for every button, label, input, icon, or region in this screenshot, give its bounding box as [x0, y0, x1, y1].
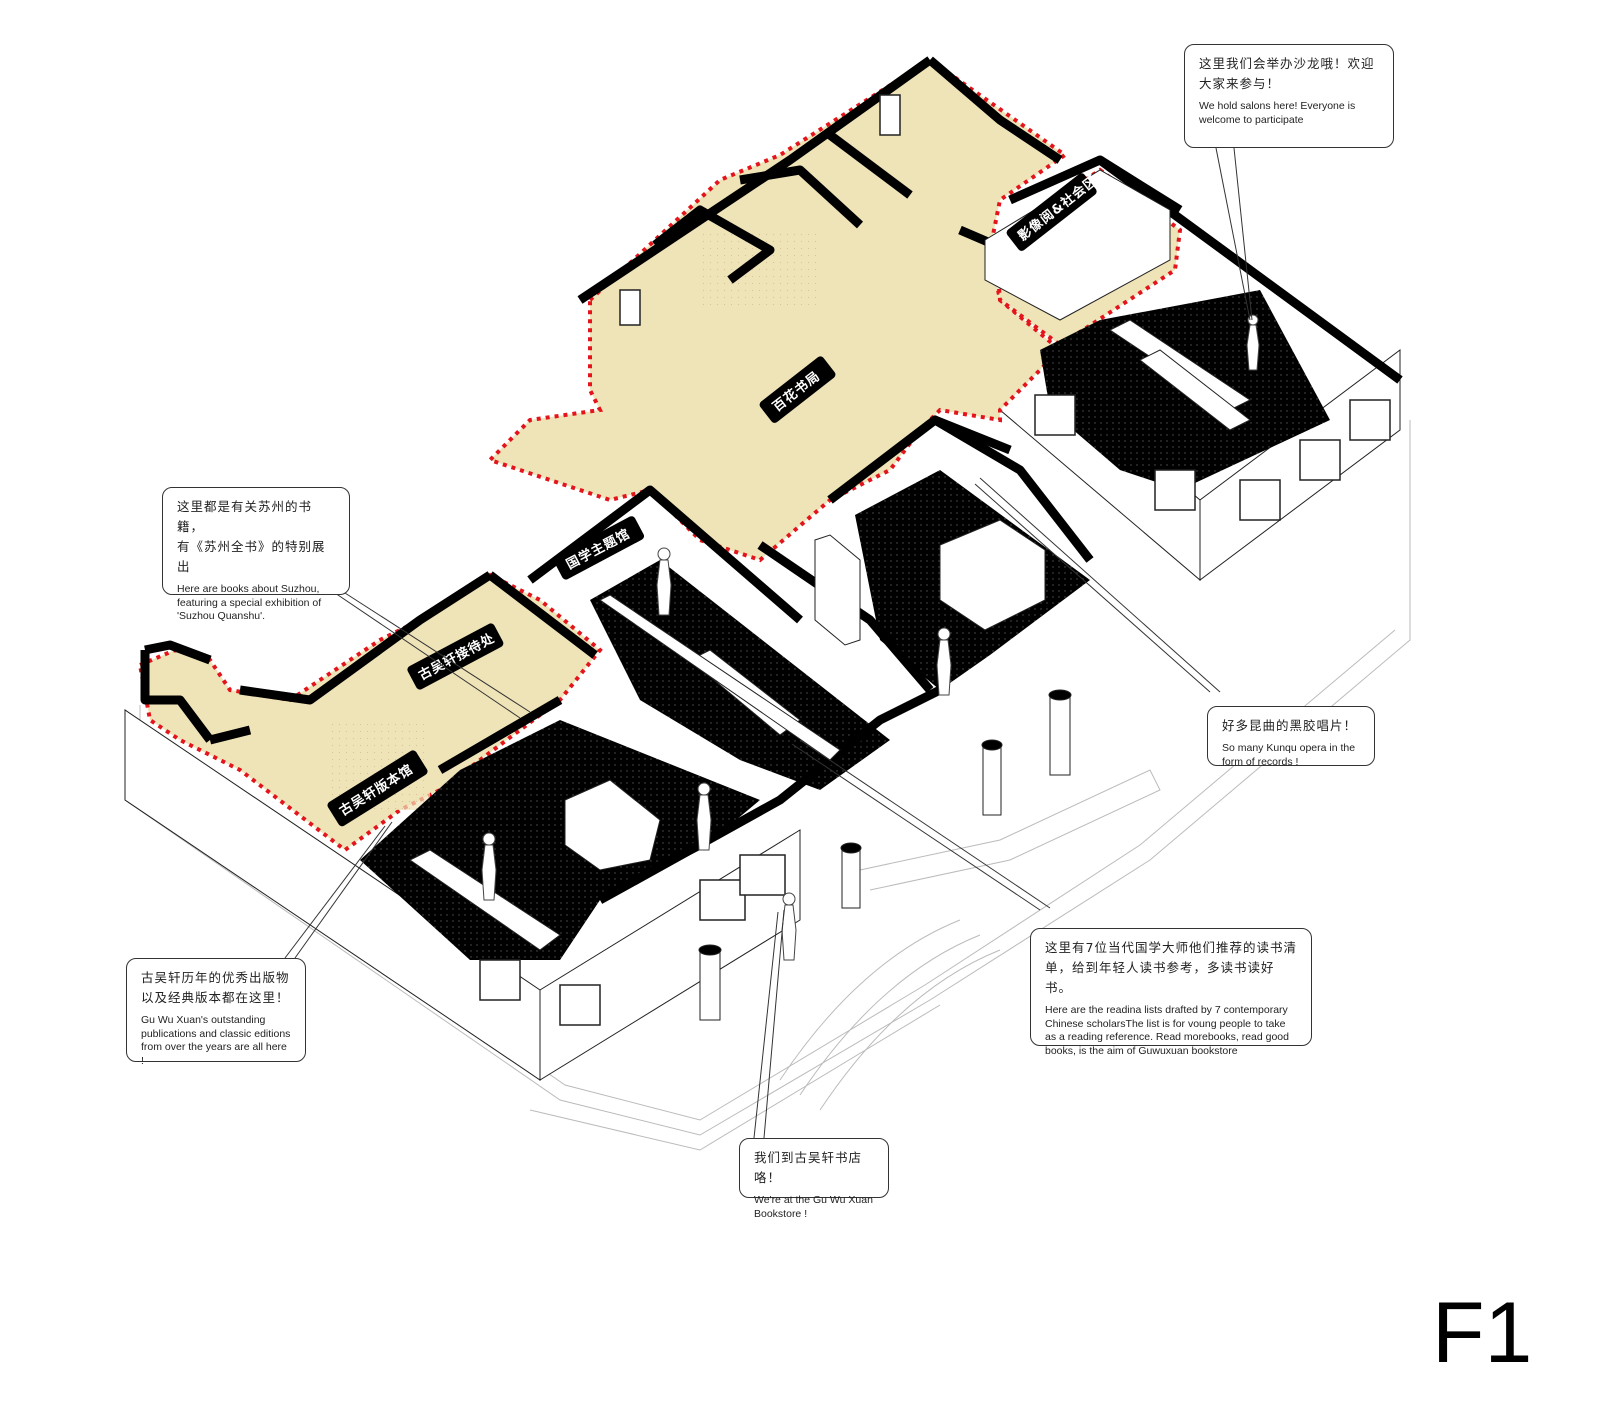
- highlight-zones: [137, 57, 1183, 853]
- callout-kunqu-zh: 好多昆曲的黑胶唱片！: [1222, 718, 1358, 733]
- callout-arrival-zh: 我们到古吴轩书店咯！: [754, 1150, 863, 1185]
- floor-label: F1: [1432, 1285, 1533, 1381]
- floor-versions: [360, 720, 760, 960]
- lattice-windows: [479, 94, 1391, 1026]
- callout-publications: 古吴轩历年的优秀出版物 以及经典版本都在这里！ Gu Wu Xuan's out…: [126, 958, 306, 1067]
- callout-kunqu-en: So many Kunqu opera in the form of recor…: [1222, 742, 1356, 768]
- leader-lines: [284, 147, 1253, 1139]
- people: [481, 314, 1260, 961]
- callout-reading-zh: 这里有7位当代国学大师他们推荐的读书清 单，给到年轻人读书参考，多读书读好书。: [1045, 940, 1297, 995]
- callout-arrival: 我们到古吴轩书店咯！ We're at the Gu Wu Xuan Books…: [739, 1138, 889, 1220]
- interior-walls: [140, 56, 1403, 904]
- callout-kunqu: 好多昆曲的黑胶唱片！ So many Kunqu opera in the fo…: [1207, 706, 1375, 768]
- columns: [698, 689, 1072, 1021]
- callout-salon-en: We hold salons here! Everyone is welcome…: [1199, 100, 1356, 126]
- callout-reading-en: Here are the readina lists drafted by 7 …: [1045, 1004, 1289, 1057]
- callout-suzhou-en: Here are books about Suzhou, featuring a…: [177, 583, 322, 622]
- callout-salon-zh: 这里我们会举办沙龙哦！欢迎 大家来参与！: [1199, 56, 1375, 91]
- callout-publications-zh: 古吴轩历年的优秀出版物 以及经典版本都在这里！: [141, 970, 290, 1005]
- callout-salon: 这里我们会举办沙龙哦！欢迎 大家来参与！ We hold salons here…: [1184, 44, 1394, 148]
- callout-suzhou-zh: 这里都是有关苏州的书籍， 有《苏州全书》的特别展出: [177, 499, 326, 574]
- callout-suzhou: 这里都是有关苏州的书籍， 有《苏州全书》的特别展出 Here are books…: [162, 487, 350, 622]
- callout-publications-en: Gu Wu Xuan's outstanding publications an…: [141, 1014, 291, 1067]
- callout-arrival-en: We're at the Gu Wu Xuan Bookstore !: [754, 1194, 873, 1220]
- callout-reading: 这里有7位当代国学大师他们推荐的读书清 单，给到年轻人读书参考，多读书读好书。 …: [1030, 928, 1312, 1057]
